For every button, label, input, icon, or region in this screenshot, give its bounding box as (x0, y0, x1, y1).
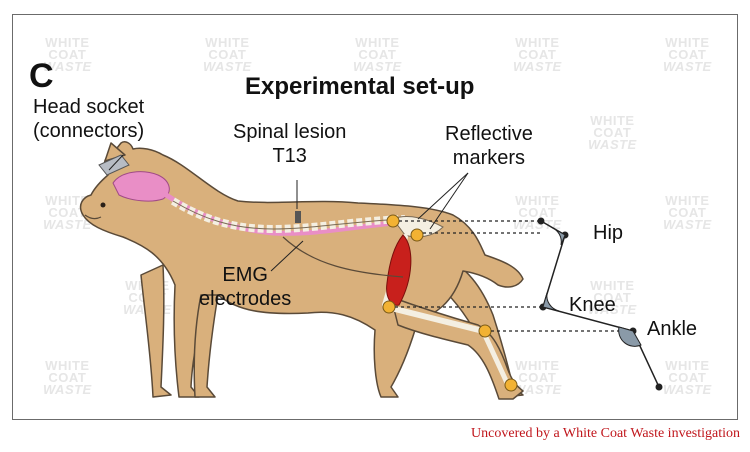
ankle-label: Ankle (647, 318, 698, 340)
joint-stick-figure (537, 217, 663, 391)
credit-line: Uncovered by a White Coat Waste investig… (471, 426, 740, 441)
figure-title: Experimental set-up (245, 73, 475, 100)
brain (112, 171, 170, 202)
hip-label: Hip (593, 222, 624, 244)
ankle-angle (618, 326, 642, 347)
knee-label: Knee (569, 294, 616, 316)
head-socket-label: Head socket(connectors) (33, 96, 145, 142)
cat-diagram (79, 141, 663, 400)
knee-angle (542, 292, 560, 312)
reflective-markers (382, 214, 518, 392)
lesion-site (295, 211, 301, 223)
eye (100, 202, 106, 208)
projection-lines (395, 220, 633, 332)
panel-letter: C (29, 57, 54, 95)
cat-silhouette (79, 141, 524, 400)
hip-angle (550, 226, 566, 246)
